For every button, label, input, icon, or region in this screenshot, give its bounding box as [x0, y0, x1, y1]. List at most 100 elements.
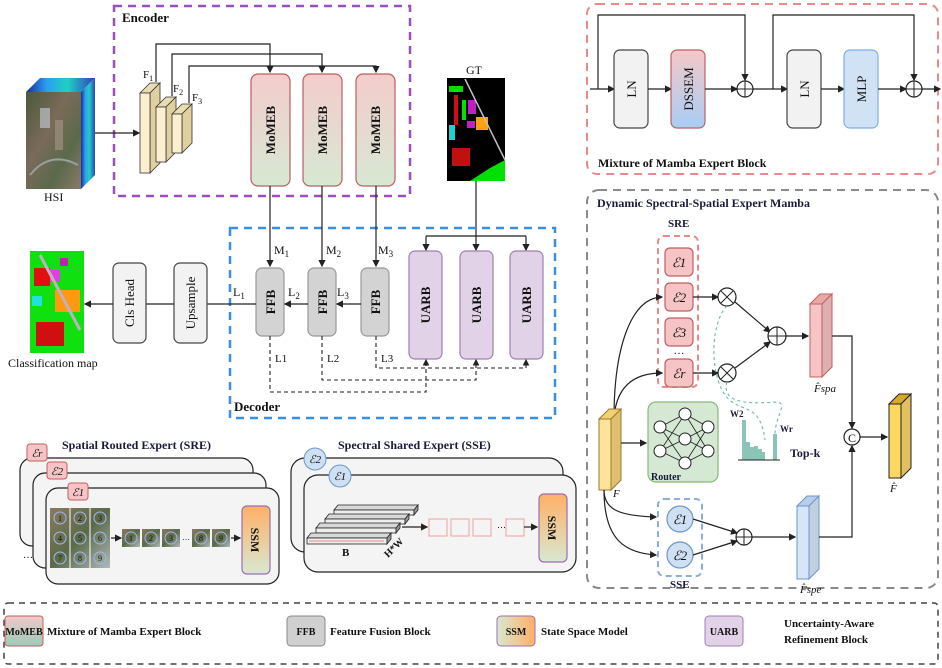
ffb-block-1: FFB	[255, 267, 285, 337]
gt-map	[447, 78, 506, 181]
sre-expert-1: ℰ1	[664, 247, 694, 277]
uarb-block-1: UARB	[408, 250, 443, 360]
sre-group	[657, 235, 699, 388]
momeb-detail-title: Mixture of Mamba Expert Block	[598, 156, 767, 170]
svg-text:2: 2	[78, 514, 82, 523]
sre-label: SRE	[668, 218, 689, 230]
w2-label: W2	[730, 409, 744, 419]
svg-text:Refinement Block: Refinement Block	[784, 634, 869, 646]
sre-expert-2: ℰ2	[664, 282, 694, 312]
decoder-section: Decoder M1 M2 M3 FFB FFB FFB UARB UARB	[8, 186, 557, 420]
svg-text:MoMEB: MoMEB	[263, 105, 278, 154]
momeb-block-2: MoMEB	[302, 73, 343, 187]
legend: MoMEB Mixture of Mamba Expert Block FFB …	[3, 602, 939, 665]
topk-histogram	[738, 420, 780, 461]
sse-panel: Spectral Shared Expert (SSE) ℰ2 ℰ1 B	[290, 438, 577, 573]
svg-text:MoMEB: MoMEB	[5, 627, 43, 638]
router	[647, 401, 719, 483]
svg-text:2: 2	[149, 534, 153, 543]
f3-label: F3	[192, 92, 202, 106]
svg-text:ℰ1: ℰ1	[672, 255, 686, 270]
svg-text:1: 1	[129, 534, 133, 543]
svg-text:Uncertainty-Aware: Uncertainty-Aware	[784, 618, 874, 630]
add-icon-1	[736, 80, 754, 98]
f-spa-label: F̂spa	[813, 382, 837, 395]
gt-section: GT	[422, 63, 530, 252]
svg-text:UARB: UARB	[519, 286, 534, 323]
cls-head-block: Cls Head	[112, 262, 147, 344]
svg-text:3: 3	[98, 514, 102, 523]
sse-panel-expert-2: ℰ2	[303, 447, 327, 471]
sre-panel-expert-r: ℰr	[26, 443, 48, 462]
loss-l1: L1	[275, 353, 287, 365]
svg-text:Cls Head: Cls Head	[122, 278, 137, 327]
m3-label: M3	[378, 243, 394, 259]
sre-ssm-block: SSM	[241, 505, 271, 575]
uarb-block-3: UARB	[509, 250, 544, 360]
sre-ellipsis: …	[674, 345, 685, 357]
dssem-section: Dynamic Spectral-Spatial Expert Mamba SR…	[586, 189, 939, 596]
sse-group	[657, 498, 703, 577]
sse-panel-expert-1: ℰ1	[328, 464, 352, 488]
ln-block-2: LN	[786, 49, 822, 129]
encoder-section: Encoder HSI F1 F2 F3	[26, 4, 412, 204]
encoder-title: Encoder	[122, 10, 169, 25]
svg-text:6: 6	[98, 534, 102, 543]
svg-text:1: 1	[58, 514, 62, 523]
l2-label: L2	[288, 285, 300, 301]
topk-label: Top-k	[790, 446, 821, 460]
svg-text:4: 4	[58, 534, 62, 543]
svg-text:ℰ3: ℰ3	[672, 325, 687, 340]
patch-grid	[50, 508, 110, 568]
classification-map-label: Classification map	[8, 356, 98, 370]
svg-text:State Space Model: State Space Model	[541, 626, 628, 638]
sse-expert-2: ℰ2	[666, 541, 694, 569]
svg-text:ℰ2: ℰ2	[309, 454, 322, 466]
svg-text:C: C	[848, 431, 856, 445]
svg-text:FFB: FFB	[297, 627, 316, 638]
svg-text:Feature Fusion Block: Feature Fusion Block	[330, 626, 432, 638]
f-input-label: F	[612, 488, 620, 500]
ffb-block-2: FFB	[307, 267, 337, 337]
svg-text:ℰ2: ℰ2	[51, 466, 64, 478]
add-icon-2	[905, 80, 923, 98]
svg-text:ℰ1: ℰ1	[334, 471, 346, 483]
gt-label: GT	[466, 63, 483, 77]
patch-grid-numbers: 1 2 3 4 5 6 7 8 9	[53, 511, 107, 565]
sre-expert-3: ℰ3	[664, 317, 694, 347]
momeb-block-1: MoMEB	[250, 73, 291, 187]
svg-text:ℰ2: ℰ2	[673, 548, 688, 563]
multiply-icon-2	[717, 363, 737, 383]
svg-text:8: 8	[199, 534, 203, 543]
svg-text:5: 5	[78, 534, 82, 543]
dssem-border	[586, 189, 939, 589]
sre-expert-r: ℰr	[664, 358, 694, 388]
ffb-block-3: FFB	[360, 267, 390, 337]
encoder-border	[112, 4, 412, 198]
sse-panel-title: Spectral Shared Expert (SSE)	[338, 438, 491, 452]
sre-panel: Spatial Routed Expert (SRE) … ℰr ℰ2 ℰ1 1…	[19, 438, 280, 585]
svg-text:UARB: UARB	[418, 286, 433, 323]
svg-text:LN: LN	[624, 80, 639, 98]
ln-block-1: LN	[613, 49, 649, 129]
multiply-icon-1	[717, 287, 737, 307]
legend-item-ffb: FFB Feature Fusion Block	[286, 615, 432, 647]
svg-text:UARB: UARB	[710, 627, 739, 638]
concat-icon: C	[843, 428, 861, 446]
legend-item-ssm: SSM State Space Model	[496, 615, 628, 647]
loss-l3: L3	[381, 353, 394, 365]
spectral-bands	[306, 503, 419, 546]
feature-pyramid	[139, 82, 193, 174]
l1-label: L1	[233, 285, 245, 301]
legend-item-momeb: MoMEB Mixture of Mamba Expert Block	[4, 615, 202, 647]
svg-text:MLP: MLP	[854, 76, 869, 103]
svg-text:8: 8	[78, 554, 82, 563]
legend-item-uarb: UARB Uncertainty-Aware Refinement Block	[704, 615, 874, 647]
m2-label: M2	[326, 243, 341, 259]
svg-text:SSM: SSM	[506, 627, 527, 638]
hsi-cube	[26, 78, 95, 189]
f2-label: F2	[173, 83, 183, 97]
classification-map	[30, 251, 84, 353]
hsi-label: HSI	[44, 190, 63, 204]
svg-text:Mixture of Mamba Expert Block: Mixture of Mamba Expert Block	[47, 626, 202, 638]
